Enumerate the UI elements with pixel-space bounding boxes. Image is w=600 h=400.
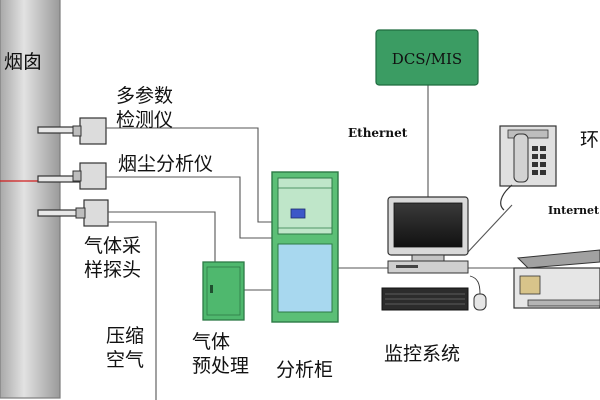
printer-icon xyxy=(513,249,600,309)
gas-probe-label-line1: 气体采 xyxy=(84,235,142,257)
internet-label: Internet xyxy=(548,204,600,217)
telephone-icon xyxy=(499,125,557,211)
gas-sampling-probe-box xyxy=(75,199,109,227)
multi-param-label-line1: 多参数 xyxy=(116,85,174,107)
monitoring-system-label: 监控系统 xyxy=(384,343,461,365)
multi-param-label-line2: 检测仪 xyxy=(116,109,174,131)
multi-param-detector-box xyxy=(72,117,107,145)
keyboard-icon xyxy=(381,287,469,311)
gas-pretreatment-cabinet xyxy=(202,261,245,321)
chimney xyxy=(0,0,61,399)
signal-lines xyxy=(106,82,514,400)
chimney-label: 烟囱 xyxy=(4,51,43,73)
analysis-cabinet-label: 分析柜 xyxy=(276,359,334,381)
gas-probe-label-line2: 样探头 xyxy=(84,259,142,281)
gas-pretreatment-label-line2: 预处理 xyxy=(192,355,250,377)
compressed-air-label-line1: 压缩 xyxy=(106,325,145,347)
ring-label-partial: 环 xyxy=(580,129,600,151)
compressed-air-label-line2: 空气 xyxy=(106,349,145,371)
analysis-cabinet xyxy=(271,171,339,323)
gas-pretreatment-label-line1: 气体 xyxy=(192,331,231,353)
computer-monitor-icon xyxy=(387,196,469,274)
dcs-mis-box xyxy=(375,29,479,86)
dust-analyzer-label: 烟尘分析仪 xyxy=(118,153,214,175)
ethernet-label: Ethernet xyxy=(348,126,408,140)
mouse-icon xyxy=(469,275,487,311)
dust-analyzer-box xyxy=(72,162,107,190)
dcs-mis-label: DCS/MIS xyxy=(391,50,463,68)
